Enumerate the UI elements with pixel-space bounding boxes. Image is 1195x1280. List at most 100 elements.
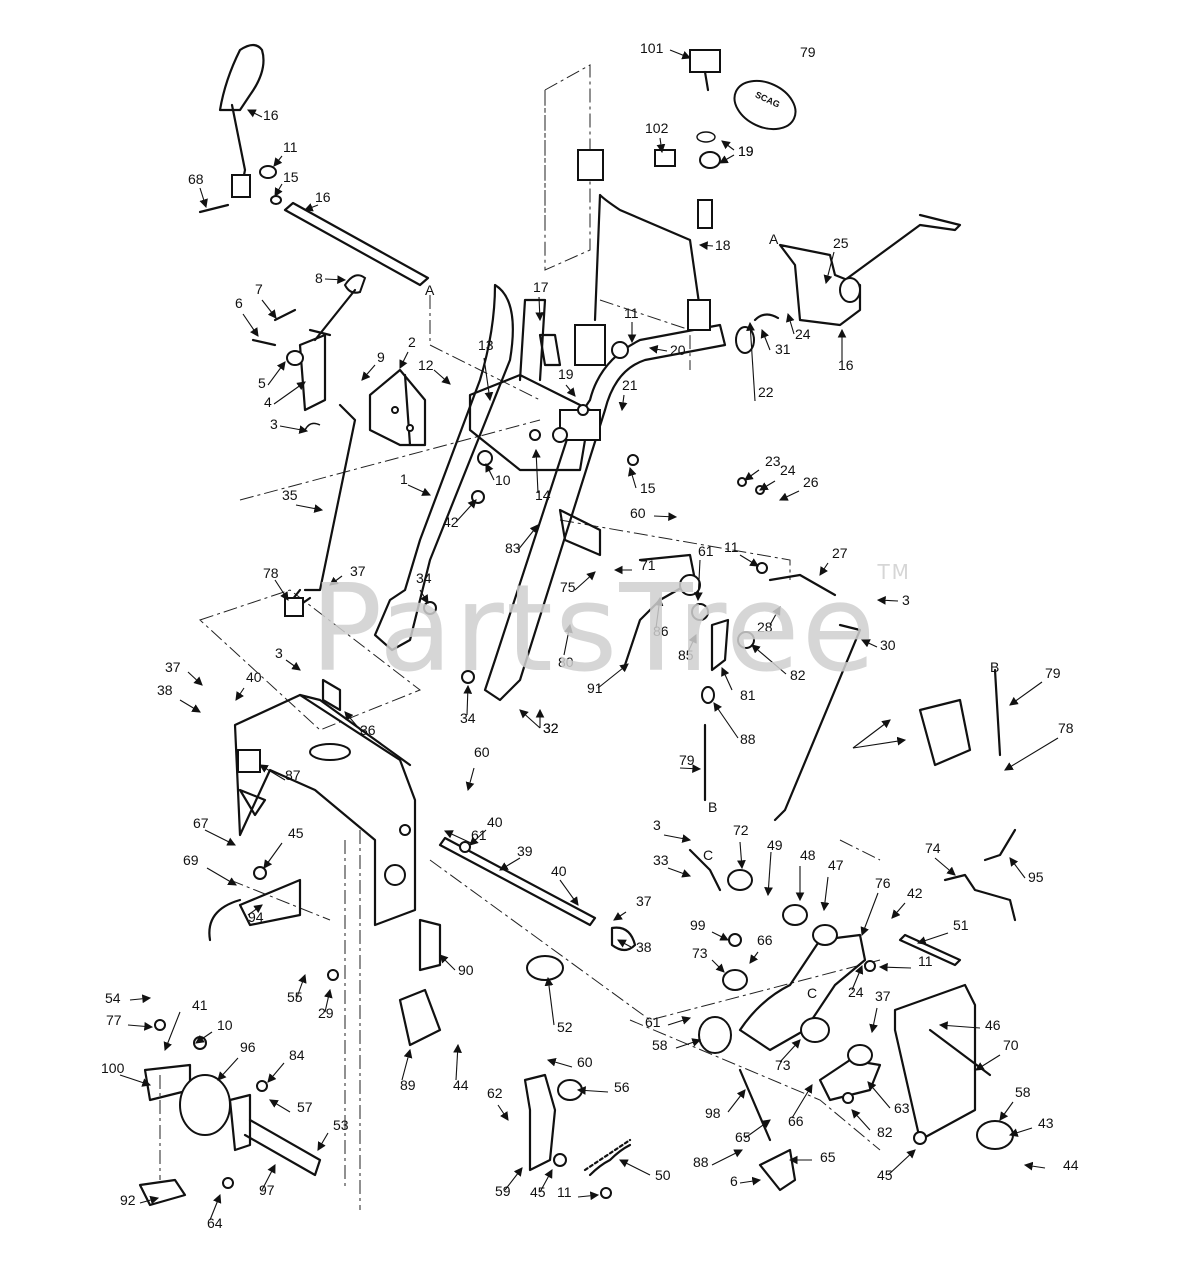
callout-leader [247, 904, 263, 916]
callout-leader [891, 902, 906, 919]
callout-66: 66 [788, 1113, 804, 1129]
callout-leader [721, 140, 735, 151]
callout-61: 61 [645, 1014, 661, 1030]
callout-79: 79 [679, 752, 695, 768]
callout-75: 75 [560, 579, 576, 595]
callout-61: 61 [471, 827, 487, 843]
callout-leader [860, 892, 879, 937]
callout-leader [263, 842, 283, 869]
callout-62: 62 [487, 1085, 503, 1101]
callout-leader [852, 719, 891, 749]
callout-leader [129, 994, 152, 1004]
callout-80: 80 [558, 654, 574, 670]
callout-34: 34 [460, 710, 476, 726]
callout-leader [617, 939, 632, 948]
callout-83: 83 [505, 540, 521, 556]
callout-68: 68 [188, 171, 204, 187]
callout-leader [273, 155, 283, 167]
callout-24: 24 [795, 326, 811, 342]
callout-16: 16 [263, 107, 279, 123]
callout-leader [546, 1057, 573, 1068]
callout-leader [711, 1149, 743, 1166]
callout-leader [739, 554, 759, 567]
callout-7: 7 [255, 281, 263, 297]
callout-leader [407, 484, 432, 496]
callout-leader [295, 973, 307, 1001]
callout-leader [267, 1062, 285, 1083]
callout-58: 58 [1015, 1084, 1031, 1100]
callout-leader [975, 1054, 1001, 1071]
callout-6: 6 [235, 295, 243, 311]
callout-leader [867, 1081, 891, 1109]
callout-19: 19 [558, 366, 574, 382]
callout-40: 40 [551, 863, 567, 879]
callout-67: 67 [193, 815, 209, 831]
callout-leader [274, 183, 283, 197]
callout-42: 42 [443, 514, 459, 530]
control-housing [233, 678, 417, 927]
callout-100: 100 [101, 1060, 125, 1076]
right-lever [753, 213, 962, 327]
callout-95: 95 [1028, 869, 1044, 885]
callout-leader [669, 49, 692, 60]
callout-leader [179, 699, 201, 713]
callout-leader [878, 962, 912, 972]
rod-39 [438, 836, 637, 952]
callout-19: 19 [738, 143, 754, 159]
callout-11: 11 [283, 139, 298, 155]
callout-34: 34 [416, 570, 432, 586]
callout-leader [1008, 1127, 1033, 1137]
callout-60: 60 [474, 744, 490, 760]
callout-53: 53 [333, 1117, 349, 1133]
callout-87: 87 [285, 767, 301, 783]
callout-73: 73 [775, 1057, 791, 1073]
callout-11: 11 [918, 953, 933, 969]
callout-10: 10 [217, 1017, 233, 1033]
callout-leader [739, 1176, 762, 1186]
callout-15: 15 [283, 169, 299, 185]
callout-leader [851, 1109, 871, 1131]
callout-60: 60 [577, 1054, 593, 1070]
callout-leader [876, 595, 899, 605]
callout-leader [711, 931, 729, 941]
callout-leader [823, 251, 835, 285]
callout-layer: 1011021919161115681687629543121317181120… [101, 40, 1079, 1231]
callout-leader [433, 369, 451, 385]
callout-54: 54 [105, 990, 121, 1006]
callout-leader [760, 328, 771, 351]
callout-leader [721, 666, 733, 691]
handle-frame [373, 283, 755, 702]
callout-C: C [703, 847, 713, 863]
callout-48: 48 [800, 847, 816, 863]
callout-leader [749, 951, 759, 964]
callout-leader [535, 296, 545, 322]
small-hardware [154, 341, 927, 1199]
callout-leader [693, 559, 703, 602]
callout-leader [317, 1132, 329, 1151]
callout-37: 37 [875, 988, 891, 1004]
callout-leader [517, 524, 539, 551]
callout-leader [999, 1101, 1014, 1121]
callout-leader [751, 644, 787, 675]
callout-52: 52 [557, 1019, 573, 1035]
callout-leader [119, 1074, 152, 1087]
callout-leader [737, 841, 746, 870]
callout-leader [687, 634, 697, 653]
callout-70: 70 [1003, 1037, 1019, 1053]
callout-leader [267, 361, 286, 386]
callout-leader [719, 154, 735, 164]
callout-50: 50 [655, 1167, 671, 1183]
callout-14: 14 [535, 487, 551, 503]
callout-leader [852, 736, 907, 749]
callout-leader [779, 490, 800, 501]
callout-39: 39 [517, 843, 533, 859]
wiring-harness [538, 131, 721, 367]
callout-45: 45 [530, 1184, 546, 1200]
callout-76: 76 [875, 875, 891, 891]
callout-B: B [990, 659, 999, 675]
callout-8: 8 [315, 270, 323, 286]
callout-leader [565, 384, 576, 397]
callout-82: 82 [790, 667, 806, 683]
callout-43: 43 [1038, 1115, 1054, 1131]
callout-leader [444, 830, 472, 844]
